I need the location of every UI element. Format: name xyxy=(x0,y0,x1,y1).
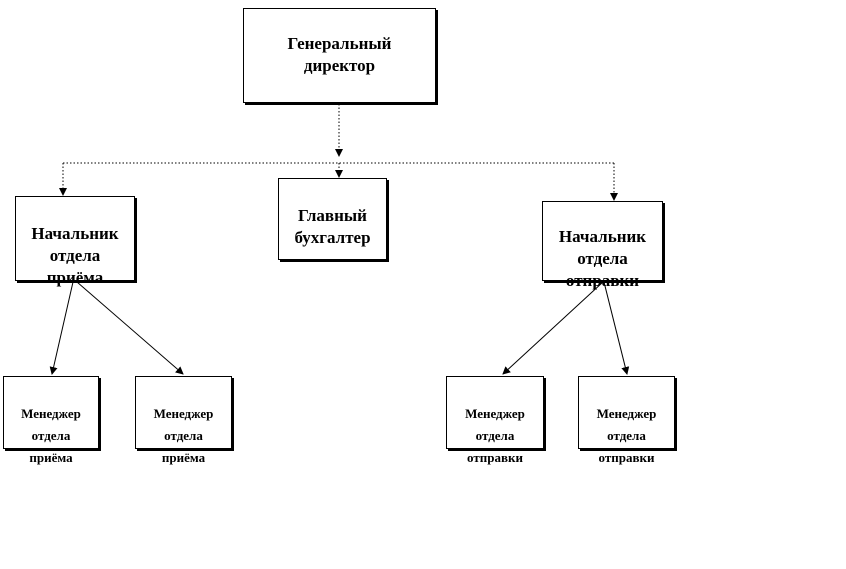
arrow-to-manager-dispatch-1 xyxy=(502,281,604,375)
general-director-box: Генеральный директор xyxy=(243,8,436,103)
arrow-to-manager-dispatch-2 xyxy=(603,281,630,375)
manager-reception-1-box: Менеджер отдела приёма xyxy=(3,376,99,465)
head-dispatch-label: Начальник отдела отправки xyxy=(558,227,647,290)
manager-reception-1-label: Менеджер отдела приёма xyxy=(21,406,81,465)
arrow-to-manager-reception-1 xyxy=(49,281,74,375)
head-reception-label: Начальник отдела приёма xyxy=(31,224,119,287)
arrow-to-manager-reception-2 xyxy=(76,281,184,375)
manager-reception-2-box: Менеджер отдела приёма xyxy=(135,376,232,465)
chief-accountant-label: Главный бухгалтер xyxy=(294,206,371,247)
head-dispatch-box: Начальник отдела отправки xyxy=(542,201,663,290)
chief-accountant-box: Главный бухгалтер xyxy=(278,178,387,260)
manager-dispatch-2-label: Менеджер отдела отправки xyxy=(596,406,657,465)
manager-dispatch-2-box: Менеджер отдела отправки xyxy=(578,376,675,465)
head-reception-box: Начальник отдела приёма xyxy=(15,196,135,287)
manager-dispatch-1-label: Менеджер отдела отправки xyxy=(465,406,525,465)
general-director-label: Генеральный директор xyxy=(287,34,392,75)
manager-reception-2-label: Менеджер отдела приёма xyxy=(153,406,214,465)
manager-dispatch-1-box: Менеджер отдела отправки xyxy=(446,376,544,465)
